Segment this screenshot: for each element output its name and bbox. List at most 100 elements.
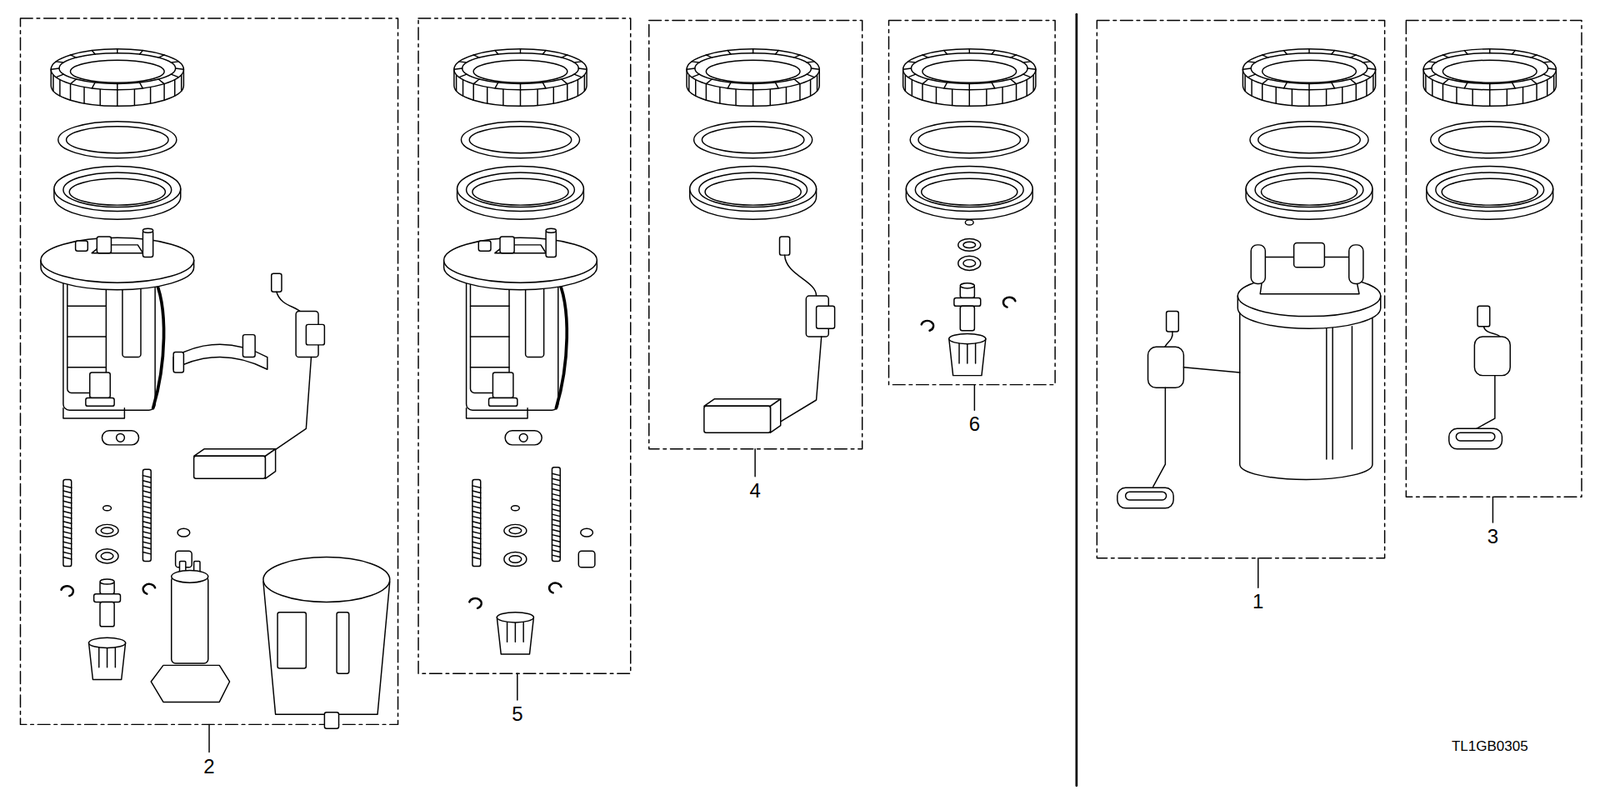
lock-ring-notch xyxy=(1023,61,1031,63)
lock-ring-tooth xyxy=(951,89,953,106)
lock-ring-tooth xyxy=(1425,75,1426,92)
flange-fitting xyxy=(142,230,153,258)
lock-ring-notch xyxy=(1308,49,1310,54)
lock-ring-tooth xyxy=(1372,75,1374,92)
bolt-thread xyxy=(551,540,560,542)
sensor-lead xyxy=(1183,367,1240,373)
bolt-thread xyxy=(551,499,560,501)
bolt-thread xyxy=(472,541,481,544)
lock-ring-notch xyxy=(1010,79,1017,85)
base-gasket-step xyxy=(1255,172,1364,208)
module-post xyxy=(1250,245,1265,285)
drawing-code: TL1GB0305 xyxy=(1451,739,1529,754)
lock-ring-notch xyxy=(903,68,912,70)
lock-ring-notch xyxy=(520,83,521,90)
lock-ring-notch xyxy=(727,50,731,55)
lock-ring-notch xyxy=(1489,49,1490,54)
float-top xyxy=(704,399,781,407)
lock-ring-tooth xyxy=(1553,75,1555,92)
lock-ring-notch xyxy=(691,74,700,78)
bolt-thread xyxy=(551,478,560,480)
bolt-thread xyxy=(63,500,72,503)
sensor-wire xyxy=(1483,326,1500,337)
leader-line xyxy=(208,724,210,752)
lock-ring-notch xyxy=(1442,55,1449,58)
bolt-thread xyxy=(63,546,72,549)
lock-ring-notch xyxy=(574,61,582,63)
flange-fitting-end xyxy=(142,228,153,233)
lock-ring-notch xyxy=(1331,82,1335,89)
lock-ring-tooth xyxy=(816,75,818,92)
lock-ring-notch xyxy=(140,82,144,89)
lock-ring-notch xyxy=(922,55,929,58)
o-ring-hole xyxy=(1258,126,1360,154)
lock-ring xyxy=(903,49,1036,90)
lock-ring-tooth xyxy=(1546,80,1548,97)
separator-line xyxy=(1075,14,1078,786)
pump-module-canister xyxy=(1240,305,1373,480)
lock-ring-notch xyxy=(1511,82,1515,89)
level-sensor xyxy=(1474,336,1510,376)
sensor-connector xyxy=(1166,310,1180,331)
bolt-thread xyxy=(63,485,72,488)
holder-slot xyxy=(975,342,976,363)
pump-band xyxy=(470,335,510,337)
canister-tube xyxy=(1331,316,1333,460)
strainer-housing-rim xyxy=(263,557,390,603)
bolt-thread xyxy=(551,524,560,526)
holder-slot xyxy=(522,621,524,642)
lock-ring-notch xyxy=(1489,83,1490,90)
o-ring xyxy=(460,121,580,159)
flange-tab xyxy=(75,240,89,251)
seal-ring xyxy=(504,551,527,566)
lock-ring-notch xyxy=(969,49,970,54)
lock-ring-tooth xyxy=(70,84,71,101)
o-ring xyxy=(58,121,177,159)
lock-ring-tooth xyxy=(462,80,464,97)
bolt xyxy=(63,480,72,567)
base-gasket-step xyxy=(466,172,575,208)
bolt-thread xyxy=(142,505,151,508)
lock-ring-tooth xyxy=(770,89,771,106)
retaining-clip xyxy=(60,585,73,596)
float-top xyxy=(194,449,276,457)
o-ring-hole xyxy=(469,126,571,154)
lock-ring-notch xyxy=(1442,79,1449,85)
collar xyxy=(578,550,595,568)
lock-ring-notch xyxy=(116,49,118,54)
lock-ring-tooth xyxy=(1442,84,1444,101)
holder-slot xyxy=(506,621,508,642)
lock-ring-tooth xyxy=(1308,90,1310,107)
lock-ring-tooth xyxy=(566,84,568,101)
canister-tube xyxy=(1325,316,1327,460)
lock-ring-tooth xyxy=(520,90,521,107)
bolt-thread xyxy=(472,546,481,549)
holder-rim xyxy=(89,637,126,648)
lock-ring-rim xyxy=(1431,53,1549,85)
lock-ring-tooth xyxy=(985,89,987,106)
lock-ring xyxy=(1423,49,1556,90)
lock-ring-tooth xyxy=(1489,90,1490,107)
o-ring-hole xyxy=(66,126,169,154)
lock-ring-notch xyxy=(495,50,499,55)
lock-ring-tooth xyxy=(935,86,937,104)
lock-ring-tooth xyxy=(911,80,913,97)
lock-ring-notch xyxy=(775,82,779,89)
bolt-thread xyxy=(142,551,151,554)
pump-foot xyxy=(466,408,528,419)
lock-ring-notch xyxy=(1027,68,1036,70)
kit-boundary xyxy=(889,20,1056,385)
regulator-flange xyxy=(94,594,121,603)
seal-ring xyxy=(95,549,119,564)
lock-ring-notch xyxy=(1530,79,1537,85)
seal-ring xyxy=(504,524,527,537)
base-gasket-step xyxy=(699,172,808,208)
o-ring xyxy=(1250,121,1369,159)
pump-clip xyxy=(525,285,545,358)
callout-number: 6 xyxy=(969,414,980,435)
bolt-thread xyxy=(142,480,151,483)
lock-ring-notch xyxy=(1308,83,1310,90)
lock-ring-tooth xyxy=(59,80,60,97)
bolt-thread xyxy=(551,530,560,532)
bolt-thread xyxy=(63,505,72,508)
